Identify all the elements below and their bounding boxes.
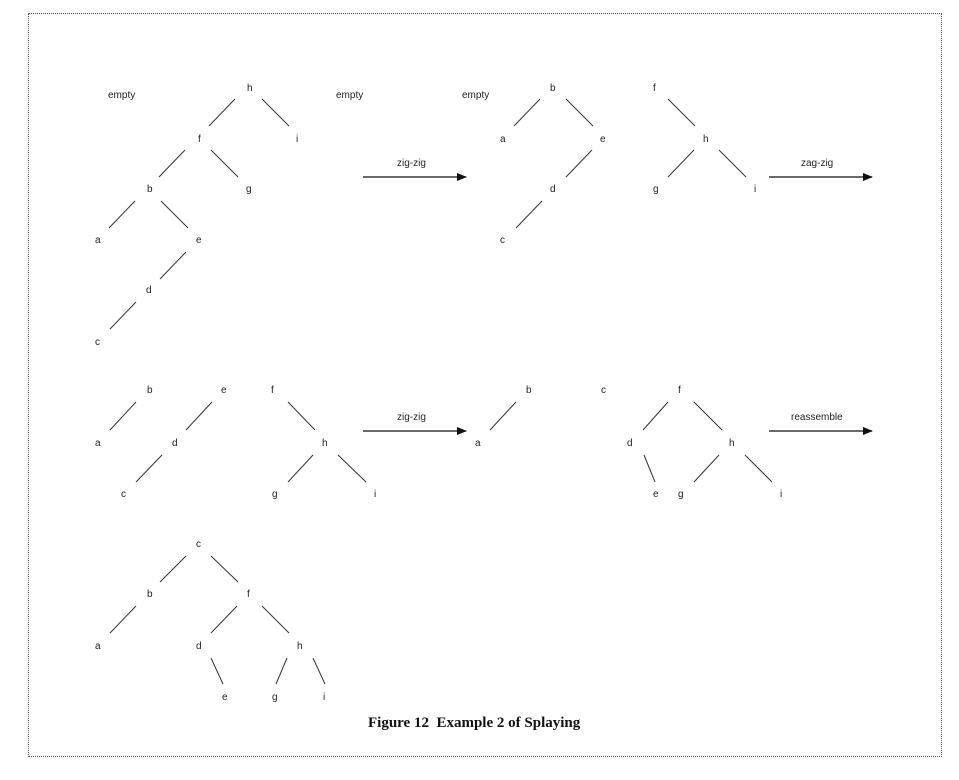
tree-e-row2: e d c <box>121 385 227 500</box>
node-e: e <box>221 385 227 396</box>
node-f: f <box>247 589 250 600</box>
tree-f-row2-after: f d h e g i <box>627 385 782 500</box>
node-g: g <box>272 692 278 703</box>
node-c: c <box>121 489 126 500</box>
tree-edge <box>565 98 594 127</box>
node-c: c <box>601 385 606 396</box>
tree-edge <box>261 605 290 634</box>
tree-edge <box>515 200 543 229</box>
tree-edge <box>337 454 367 483</box>
tree-edge <box>210 149 239 178</box>
node-i: i <box>323 692 325 703</box>
tree-edge <box>667 98 696 127</box>
node-d: d <box>627 438 633 449</box>
empty-label-left: empty <box>108 90 135 101</box>
node-e: e <box>196 235 202 246</box>
node-b: b <box>147 589 153 600</box>
tree-initial: h f i b g a e d c <box>95 83 298 348</box>
node-h: h <box>703 134 709 145</box>
tree-edge <box>135 454 163 483</box>
tree-f-row2: f h g i <box>271 385 376 500</box>
node-e: e <box>653 489 659 500</box>
tree-edge <box>210 657 224 685</box>
node-e: e <box>600 134 606 145</box>
tree-edge <box>160 200 189 229</box>
node-f: f <box>198 134 201 145</box>
node-b: b <box>147 184 153 195</box>
node-c: c <box>95 337 100 348</box>
node-b: b <box>526 385 532 396</box>
tree-edge <box>210 605 238 634</box>
tree-edge <box>108 200 136 229</box>
node-i: i <box>754 184 756 195</box>
tree-edge <box>109 401 137 431</box>
node-d: d <box>196 641 202 652</box>
node-g: g <box>678 489 684 500</box>
node-d: d <box>146 285 152 296</box>
node-a: a <box>500 134 506 145</box>
tree-b-left: b a e d c <box>500 83 606 246</box>
node-b: b <box>550 83 556 94</box>
tree-edge <box>312 657 326 685</box>
tree-edge <box>261 98 290 127</box>
tree-edge <box>109 605 137 634</box>
tree-edge <box>643 454 656 483</box>
node-f: f <box>678 385 681 396</box>
tree-edge <box>159 251 187 280</box>
tree-edge <box>185 401 213 431</box>
figure-frame <box>28 13 942 757</box>
node-e: e <box>222 692 228 703</box>
tree-edge <box>565 149 593 178</box>
tree-edge <box>693 401 723 431</box>
node-g: g <box>246 184 252 195</box>
tree-edge <box>642 401 669 431</box>
tree-final: c b f a d h e g i <box>95 539 326 703</box>
node-a: a <box>475 438 481 449</box>
tree-edge <box>718 149 747 178</box>
tree-edge <box>210 555 239 583</box>
node-a: a <box>95 235 101 246</box>
node-f: f <box>271 385 274 396</box>
node-h: h <box>247 83 253 94</box>
empty-label-middle: empty <box>336 90 363 101</box>
tree-b-row2: b a <box>95 385 153 449</box>
tree-edge <box>513 98 541 127</box>
tree-edge <box>489 401 517 431</box>
tree-edge <box>744 454 773 483</box>
tree-edge <box>287 454 314 483</box>
node-h: h <box>322 438 328 449</box>
node-d: d <box>172 438 178 449</box>
node-b: b <box>147 385 153 396</box>
node-g: g <box>653 184 659 195</box>
figure-caption: Figure 12 Example 2 of Splaying <box>368 715 581 731</box>
reassemble-label: reassemble <box>791 412 843 423</box>
tree-edge <box>159 555 187 583</box>
tree-edge <box>208 98 236 127</box>
tree-edge <box>287 401 316 431</box>
tree-edge <box>693 454 720 483</box>
node-i: i <box>296 134 298 145</box>
tree-f-right: f h g i <box>653 83 756 195</box>
node-a: a <box>95 641 101 652</box>
empty-label-right: empty <box>462 90 489 101</box>
node-g: g <box>272 489 278 500</box>
node-h: h <box>297 641 303 652</box>
tree-b-row2-after: b a <box>475 385 532 449</box>
tree-edge <box>667 149 695 178</box>
node-d: d <box>550 184 556 195</box>
zig-zig-label: zig-zig <box>397 158 426 169</box>
tree-edge <box>158 149 186 178</box>
node-i: i <box>374 489 376 500</box>
zag-zig-label: zag-zig <box>801 158 833 169</box>
node-c: c <box>196 539 201 550</box>
zig-zig-label: zig-zig <box>397 412 426 423</box>
node-i: i <box>780 489 782 500</box>
node-f: f <box>653 83 656 94</box>
tree-edge <box>275 657 288 685</box>
node-a: a <box>95 438 101 449</box>
node-h: h <box>729 438 735 449</box>
tree-edge <box>109 301 137 330</box>
node-c: c <box>500 235 505 246</box>
